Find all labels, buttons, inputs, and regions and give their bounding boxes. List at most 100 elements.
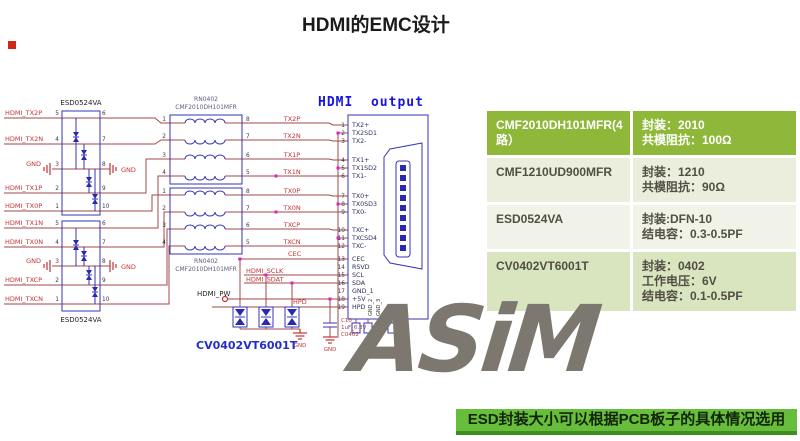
pin-number: 1: [55, 204, 59, 210]
pin-number: 3: [162, 223, 166, 229]
pin-number: 4: [162, 170, 166, 176]
pin-number: 1: [162, 189, 166, 195]
spec-line: 封装：2010: [642, 118, 705, 132]
bypass-capacitor: C10 1uF_6.3V C0402: [323, 318, 367, 338]
esd2-label: ESD0524VA: [60, 316, 101, 324]
net-label-hpd: HPD: [293, 298, 307, 306]
spec-line: 工作电压：6V: [642, 274, 717, 288]
hdmi-connector: 1 2 3 4 5 6 7 8 9 10 11 12 13 14 15 16 1…: [338, 114, 429, 334]
table-row: CMF2010DH101MFR(4路） 封装：2010 共模阻抗：100Ω: [487, 111, 796, 155]
cmf1-coils: [184, 118, 226, 181]
cmf2-ref: RN0402: [194, 258, 218, 265]
pin-number: 14: [338, 265, 346, 271]
page-title: HDMI的EMC设计: [302, 15, 450, 36]
pin-name: SCL: [352, 272, 364, 279]
pin-name: SDA: [352, 280, 366, 287]
pin-number: 15: [338, 273, 346, 279]
esd1-diodes: [73, 132, 98, 204]
pin-number: 11: [338, 236, 346, 242]
spec-line: 封装:DFN-10: [642, 212, 713, 226]
spec-line: 共模阻抗：90Ω: [642, 180, 725, 194]
pin-number: 6: [102, 111, 106, 117]
gnd-symbol-left: [43, 260, 51, 272]
spec-line: 封装：0402: [642, 259, 705, 273]
esd1-label: ESD0524VA: [60, 99, 101, 107]
spec-line: 共模阻抗：100Ω: [642, 133, 732, 147]
gnd-label: GND: [294, 343, 307, 349]
pin-number: 5: [246, 170, 250, 176]
cap-package: C0402: [341, 332, 359, 338]
pin-name: TXCSD4: [351, 235, 377, 242]
pin-number: 9: [341, 210, 345, 216]
pin-number: 18: [338, 297, 346, 303]
net-label: HDMI_TXCP: [5, 276, 42, 284]
varistor-part-label: CV0402VT6001T: [196, 339, 298, 352]
pin-name: TXC+: [351, 227, 369, 234]
pin-number: 2: [341, 131, 345, 137]
gnd-symbol-right: [109, 260, 117, 272]
pin-number: 4: [55, 137, 59, 143]
mid-net-labels: TX2P TX2N TX1P TX1N TX0P TX0N TXCP TXCN: [282, 115, 301, 246]
pin-name: HPD: [352, 304, 366, 311]
pin-number: 8: [102, 259, 106, 265]
part-name: CMF1210UD900MFR: [487, 158, 630, 202]
aux-net-labels: CEC HDMI_SCLK HDMI_SDAT HDMI_PW HPD: [197, 250, 307, 306]
net-label: TX0N: [282, 204, 301, 212]
pin-number: 13: [338, 257, 346, 263]
pin-number: 6: [102, 221, 106, 227]
pin-number: 3: [55, 259, 59, 265]
part-specs: 封装：2010 共模阻抗：100Ω: [633, 111, 796, 155]
pin-name: TX2+: [351, 122, 369, 129]
net-label-cec: CEC: [288, 250, 302, 258]
pin-name: RSVD: [352, 264, 370, 271]
pin-number: 6: [246, 153, 250, 159]
hdmi-receptacle-drawing: [383, 142, 423, 270]
pin-name: +5V: [352, 296, 366, 303]
pin-number: 12: [338, 244, 346, 250]
pin-name: CEC: [352, 256, 365, 263]
pin-number: 6: [246, 223, 250, 229]
pin-number: 5: [55, 111, 59, 117]
gnd-label: GND: [26, 257, 41, 265]
esd-block-2: ESD0524VA HDMI_TX1N 5 6 HDMI_TX0N 4 7 GN…: [5, 219, 136, 324]
net-label: HDMI_TX1N: [5, 219, 43, 227]
net-label: TXCN: [282, 238, 300, 246]
pin-name: TX0+: [351, 193, 369, 200]
net-label: HDMI_TX2N: [5, 135, 43, 143]
pin-number: 7: [102, 240, 106, 246]
part-specs: 封装:DFN-10 结电容：0.3-0.5PF: [633, 205, 796, 249]
gnd-symbol-left: [43, 163, 51, 175]
pin-number: 5: [341, 166, 345, 172]
net-label: TXCP: [283, 221, 300, 229]
table-row: CV0402VT6001T 封装：0402 工作电压：6V 结电容：0.1-0.…: [487, 252, 796, 311]
net-label: TX2N: [282, 132, 301, 140]
net-label: HDMI_TX0P: [5, 202, 42, 210]
pin-number: 9: [102, 278, 106, 284]
part-specs: 封装：0402 工作电压：6V 结电容：0.1-0.5PF: [633, 252, 796, 311]
pin-number: 3: [162, 153, 166, 159]
pin-number: 2: [162, 134, 166, 140]
pin-number: 3: [341, 139, 345, 145]
gnd-pin-label: GND_3: [376, 299, 382, 316]
hdmi-schematic: ESD0524VA HDMI_TX2P 5 6 HDMI_TX2N 4 7 GN…: [4, 95, 429, 353]
net-label-pw: HDMI_PW: [197, 290, 230, 298]
net-label: TX1P: [283, 151, 301, 159]
pin-number: 7: [246, 206, 250, 212]
pin-number: 3: [55, 162, 59, 168]
pin-number: 9: [102, 186, 106, 192]
pin-number: 10: [102, 297, 110, 303]
pin-number: 10: [338, 228, 346, 234]
asim-watermark-logo: ASiM: [346, 286, 603, 393]
pin-name: TX2-: [351, 138, 366, 145]
power-port-symbol: [221, 295, 229, 303]
pin-number: 7: [102, 137, 106, 143]
pin-number: 5: [246, 240, 250, 246]
pin-name: TX2SD1: [351, 130, 377, 137]
varistor-array: CV0402VT6001T: [196, 306, 300, 352]
pin-number: 17: [338, 289, 346, 295]
esd1-diode-wires: [75, 118, 96, 211]
component-spec-table: CMF2010DH101MFR(4路） 封装：2010 共模阻抗：100Ω CM…: [487, 111, 796, 314]
part-name: CV0402VT6001T: [487, 252, 630, 311]
pin-number: 8: [246, 117, 250, 123]
